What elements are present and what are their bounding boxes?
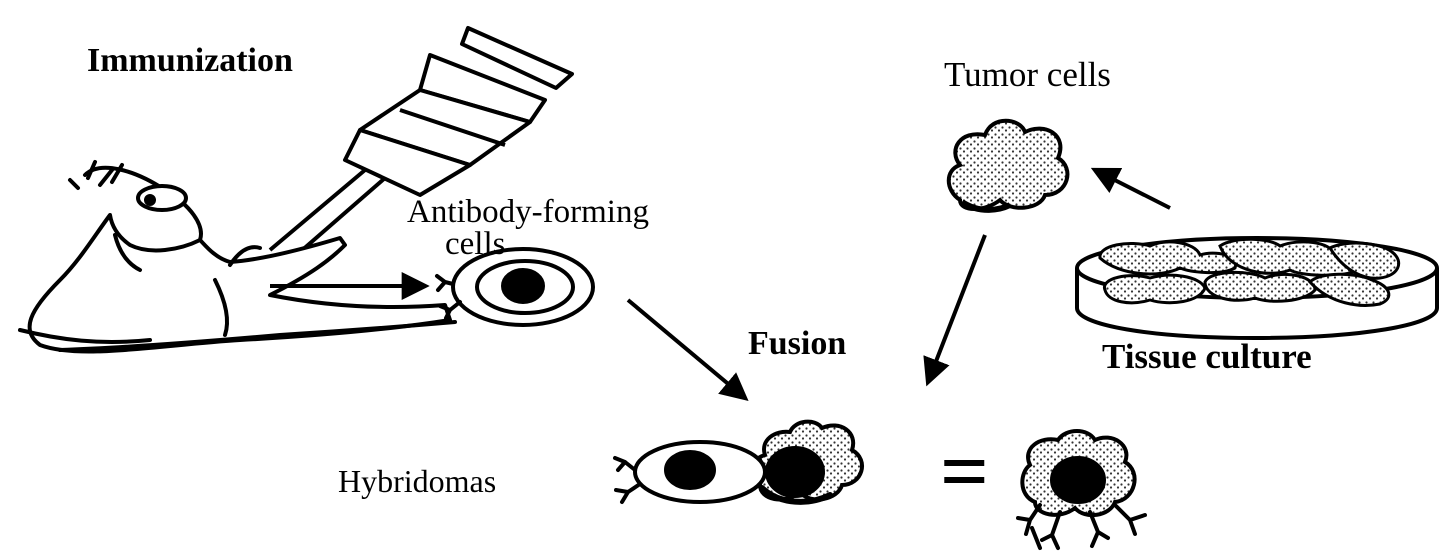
equals-sign: = xyxy=(940,423,989,519)
antibody-forming-label-line2: cells xyxy=(445,228,505,261)
fusion-label: Fusion xyxy=(748,327,846,361)
mouse-icon xyxy=(20,162,455,351)
immunization-label: Immunization xyxy=(87,44,293,78)
arrow-cells-to-fusion xyxy=(628,300,745,398)
arrow-culture-to-tumor xyxy=(1095,170,1170,208)
tumor-cell-icon xyxy=(949,121,1068,210)
tumor-cells-label: Tumor cells xyxy=(944,57,1111,92)
antibody-forming-label-line1: Antibody-forming xyxy=(407,196,649,229)
hybridomas-label: Hybridomas xyxy=(338,465,496,497)
hybridoma-icon xyxy=(615,422,862,502)
petri-dish-icon xyxy=(1077,238,1437,338)
arrow-tumor-to-fusion xyxy=(928,235,985,382)
hybridoma-fused-icon xyxy=(1018,431,1145,548)
tissue-culture-label: Tissue culture xyxy=(1102,339,1312,374)
